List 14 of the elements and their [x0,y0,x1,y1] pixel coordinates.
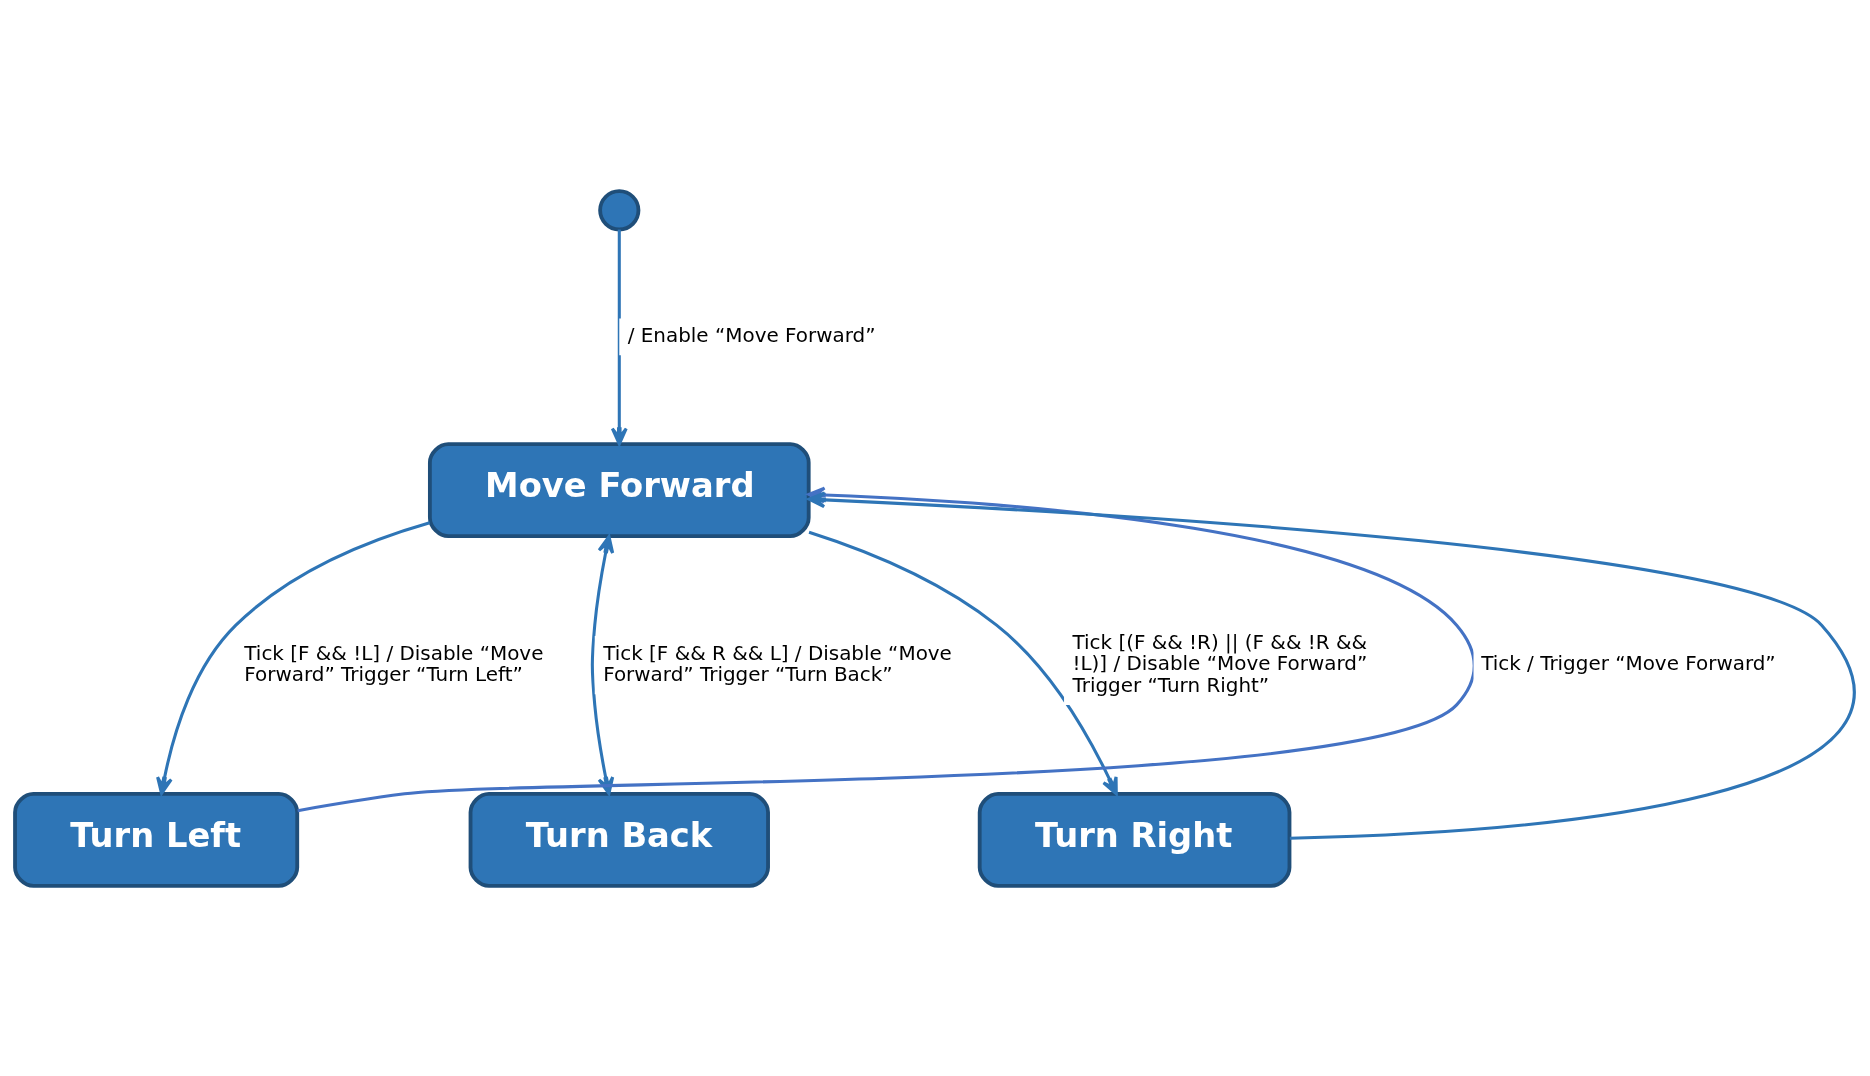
edge-label: / Enable “Move Forward” [627,323,876,347]
node-box: Turn Back [468,791,770,888]
node-box: Turn Left [13,791,300,888]
edge-label: Tick [(F && !R) || (F && !R && !L)] / Disable “Move Forward” Trigger “Turn Right” [1072,630,1368,697]
node-box: Move Forward [427,441,811,538]
edge-label: Tick / Trigger “Move Forward” [1481,651,1776,675]
arrow [156,520,431,795]
edge-label: Tick [F && R && L] / Disable “Move Forward” Trigger “Turn Back” [603,641,952,686]
arrow [610,229,628,446]
node-circle [598,188,641,231]
edge-label: Tick [F && !L] / Disable “Move Forward” Trigger “Turn Left” [244,641,544,686]
arrow [807,490,1855,840]
arrow [808,530,1118,795]
node-box: Turn Right [977,791,1292,888]
